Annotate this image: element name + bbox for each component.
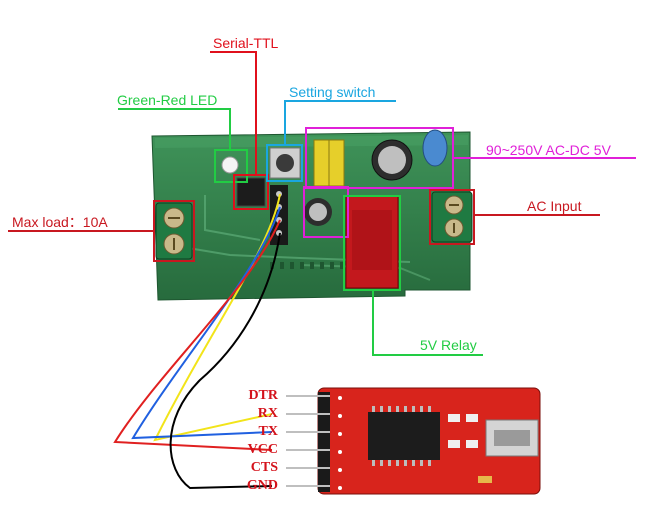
leader-lines	[8, 51, 636, 356]
serial-leader	[210, 51, 257, 176]
led-icon	[221, 156, 239, 174]
sonoff-board	[151, 129, 473, 301]
relay-label: 5V Relay	[420, 337, 477, 353]
pin-label-cts: CTS	[250, 460, 278, 475]
ftdi-adapter-board	[286, 387, 541, 495]
wire-tx	[131, 206, 281, 440]
serial-ttl-label: Serial-TTL	[213, 35, 279, 51]
pin-label-gnd: GND	[246, 478, 278, 493]
pin-label-dtr: DTR	[248, 388, 278, 403]
serial-callout-box	[233, 174, 269, 210]
pin-label-vcc: VCC	[247, 442, 278, 457]
ac-input-callout-box	[429, 189, 475, 245]
ac-dc-label: 90~250V AC-DC 5V	[486, 142, 611, 158]
pin-label-tx: TX	[258, 424, 278, 439]
green-red-led-label: Green-Red LED	[117, 92, 218, 108]
setting-switch-label: Setting switch	[289, 84, 376, 100]
wire-vcc	[113, 219, 281, 451]
relay-leader	[372, 290, 483, 356]
wire-gnd	[169, 232, 281, 490]
max-load-label: Max load：10A	[12, 214, 108, 230]
switch-leader	[284, 100, 396, 145]
pin-label-rx: RX	[257, 406, 278, 421]
wire-rx	[153, 193, 281, 442]
jumper-wires	[113, 193, 281, 490]
led-leader	[118, 108, 231, 150]
ac-input-label: AC Input	[527, 198, 582, 214]
acdc-callout-box-2	[303, 186, 349, 238]
